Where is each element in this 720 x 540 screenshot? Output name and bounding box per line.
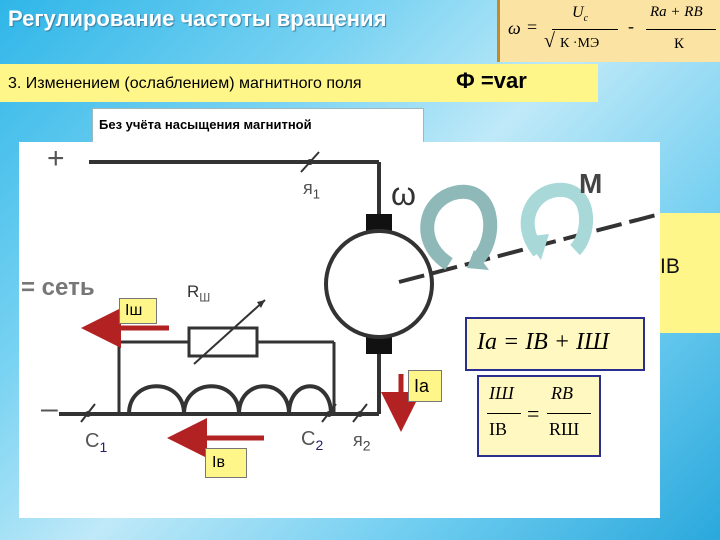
- note-box: Без учёта насыщения магнитной: [92, 108, 424, 144]
- formula-equals: =: [527, 17, 538, 37]
- label-minus: –: [41, 392, 58, 425]
- method-text: 3. Изменением (ослаблением) магнитного п…: [8, 75, 362, 92]
- formula-denominator: К ·МЭ: [560, 36, 600, 51]
- current-label-ish: Iш: [119, 298, 157, 324]
- fraction-bar-2: [646, 29, 716, 30]
- formula-current-sum: Ia = IB + IШ: [465, 317, 645, 371]
- label-c1: С1: [85, 430, 108, 455]
- motor-shaft: [398, 212, 660, 284]
- method-phi: Ф =var: [456, 68, 527, 93]
- label-torque: М: [579, 168, 603, 199]
- field-winding: [127, 384, 333, 415]
- current-label-ia: Ia: [408, 370, 442, 402]
- armature: [324, 229, 434, 339]
- shunt-resistor: [187, 326, 259, 358]
- formula-omega: ω: [508, 18, 521, 38]
- formula-minus: -: [628, 16, 634, 36]
- label-network: = сеть: [21, 274, 95, 301]
- circuit-diagram: + – = сеть я1 ω М RШ С1 С2 я2 Iш Iв Ia I…: [19, 142, 660, 518]
- rotation-arrow-torque: [520, 182, 593, 257]
- terminal-ya1: [307, 159, 313, 165]
- label-ya2: я2: [353, 430, 371, 454]
- note-text: Без учёта насыщения магнитной: [99, 117, 312, 132]
- label-omega: ω: [391, 176, 416, 212]
- circuit-svg: [59, 151, 660, 458]
- brush-top: [366, 214, 392, 234]
- formula-numerator2: Ra + RB: [650, 4, 703, 20]
- label-ya1: я1: [303, 178, 320, 202]
- current-label-iv: Iв: [205, 448, 247, 478]
- right-panel-label: IВ: [660, 255, 680, 278]
- brush-bottom: [366, 334, 392, 354]
- label-c2: С2: [301, 428, 324, 453]
- terminal-c1: [85, 411, 91, 417]
- formula-sqrt-icon: √: [544, 30, 555, 52]
- terminal-c2: [326, 411, 332, 417]
- resistor-adjust-arrow: [193, 299, 266, 365]
- label-plus: +: [47, 142, 65, 175]
- ratio-bar-left: [487, 413, 521, 414]
- label-rsh: RШ: [187, 282, 211, 305]
- rotation-arrow-omega: [420, 184, 498, 270]
- terminal-ya2: [357, 411, 363, 417]
- formula-current-ratio: IШ IВ = RВ RШ: [477, 375, 601, 457]
- ratio-bar-right: [547, 413, 591, 414]
- formula-numerator: Uc: [572, 4, 589, 25]
- formula-denominator2: К: [674, 36, 685, 52]
- page-title: Регулирование частоты вращения: [8, 6, 387, 31]
- fraction-bar-1: [552, 29, 618, 30]
- speed-formula: ω = Uc √ К ·МЭ - Ra + RB К: [497, 0, 720, 62]
- method-banner: 3. Изменением (ослаблением) магнитного п…: [0, 64, 598, 102]
